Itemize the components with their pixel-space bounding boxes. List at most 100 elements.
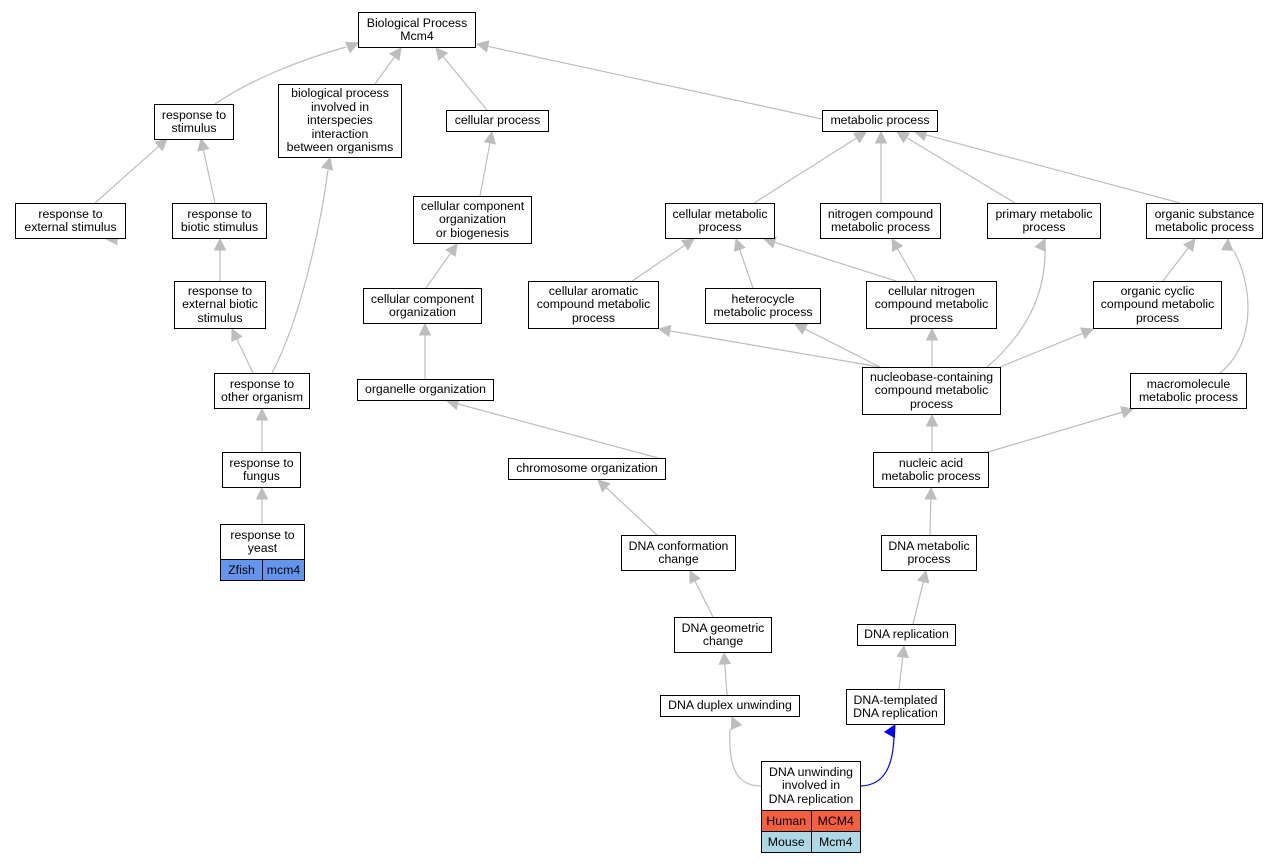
edge-line	[804, 328, 881, 368]
edge-arrowhead	[852, 131, 867, 144]
node-cellular-metabolic-process[interactable]: cellular metabolic process	[665, 203, 775, 239]
edge-line	[999, 332, 1084, 368]
node-primary-metabolic[interactable]: primary metabolic process	[987, 203, 1101, 239]
edge-arrowhead	[231, 327, 243, 343]
edge-arrowhead	[475, 40, 490, 53]
gene-cell: mcm4	[262, 560, 304, 580]
gene-cell: Mcm4	[810, 832, 860, 852]
node-cellular-nitrogen-compound[interactable]: cellular nitrogen compound metabolic pro…	[866, 281, 997, 329]
edge-line	[1219, 250, 1249, 374]
node-organic-substance-metabolic[interactable]: organic substance metabolic process	[1146, 203, 1263, 239]
node-biological-process-interspecies[interactable]: biological process involved in interspec…	[278, 84, 402, 158]
edge-arrowhead	[1079, 327, 1095, 340]
edge-line	[1162, 247, 1189, 282]
edge-arrowhead	[418, 322, 432, 336]
node-response-to-fungus[interactable]: response to fungus	[222, 452, 301, 488]
edge-line	[694, 580, 714, 618]
node-heterocycle-metabolic[interactable]: heterocycle metabolic process	[705, 288, 821, 324]
edge-arrowhead	[389, 47, 402, 62]
edge-arrowhead	[891, 238, 904, 253]
edge-line	[774, 241, 897, 282]
edge-line	[929, 498, 932, 536]
edge-line	[906, 137, 1016, 204]
edge-arrowhead	[896, 131, 911, 144]
node-metabolic-process[interactable]: metabolic process	[822, 110, 938, 132]
edge-line	[214, 46, 347, 105]
gene-cell: MCM4	[810, 811, 860, 831]
edge-line	[457, 403, 659, 459]
node-dna-conformation-change[interactable]: DNA conformation change	[621, 535, 736, 571]
edge-arrowhead	[1034, 237, 1047, 253]
node-dna-templated-replication[interactable]: DNA-templated DNA replication	[846, 689, 945, 725]
node-response-external-stimulus[interactable]: response to external stimulus	[15, 203, 126, 239]
node-chromosome-organization[interactable]: chromosome organization	[508, 458, 666, 480]
species-cell: Human	[762, 811, 811, 831]
node-cellular-aromatic-compound[interactable]: cellular aromatic compound metabolic pro…	[528, 281, 659, 329]
edge-line	[271, 169, 329, 374]
edge-line	[739, 249, 754, 289]
node-biological-process-root[interactable]: Biological Process Mcm4	[358, 12, 476, 48]
edge-line	[669, 330, 881, 368]
node-response-external-biotic[interactable]: response to external biotic stimulus	[174, 281, 266, 329]
edge-line	[896, 248, 917, 282]
edge-arrowhead	[874, 130, 888, 144]
node-dna-duplex-unwinding[interactable]: DNA duplex unwinding	[660, 695, 800, 717]
edge-line	[479, 142, 491, 197]
edge-line	[487, 45, 823, 120]
node-cellular-process[interactable]: cellular process	[446, 110, 549, 132]
edge-arrowhead	[154, 138, 168, 152]
edge-line	[860, 736, 895, 787]
edge-line	[605, 487, 658, 536]
edge-arrowhead	[657, 324, 672, 338]
node-macromolecule-metabolic[interactable]: macromolecule metabolic process	[1130, 373, 1247, 409]
edge-line	[986, 251, 1046, 368]
node-cellular-component-organization-biogenesis[interactable]: cellular component organization or bioge…	[413, 196, 532, 244]
node-dna-metabolic-process[interactable]: DNA metabolic process	[881, 535, 977, 571]
node-nucleobase-containing-compound[interactable]: nucleobase-containing compound metabolic…	[862, 367, 1001, 415]
node-cellular-component-organization[interactable]: cellular component organization	[363, 288, 482, 324]
edge-arrowhead	[917, 569, 930, 584]
node-response-to-yeast[interactable]: response to yeast	[220, 524, 305, 560]
node-response-other-organism[interactable]: response to other organism	[214, 373, 310, 409]
edge-line	[729, 728, 762, 787]
node-dna-replication[interactable]: DNA replication	[857, 624, 956, 646]
edge-arrowhead	[597, 479, 611, 493]
edge-arrowhead	[1120, 406, 1135, 419]
node-nitrogen-compound-metabolic[interactable]: nitrogen compound metabolic process	[820, 203, 941, 239]
species-cell: Zfish	[221, 560, 262, 580]
edge-line	[236, 338, 254, 374]
node-dna-geometric-change[interactable]: DNA geometric change	[674, 617, 772, 653]
node-response-biotic-stimulus[interactable]: response to biotic stimulus	[172, 203, 267, 239]
graph-edges	[94, 40, 1249, 787]
edge-arrowhead	[445, 243, 458, 258]
node-organelle-organization[interactable]: organelle organization	[357, 379, 494, 401]
edge-line	[912, 581, 924, 625]
edge-arrowhead	[680, 238, 695, 251]
annotation-row-human[interactable]: Human MCM4	[761, 810, 861, 832]
node-response-to-stimulus[interactable]: response to stimulus	[154, 104, 234, 140]
edge-arrowhead	[1221, 237, 1234, 251]
edge-arrowhead	[344, 41, 360, 54]
node-dna-unwinding-involved-replication[interactable]: DNA unwinding involved in DNA replicatio…	[761, 761, 861, 811]
edge-arrowhead	[255, 486, 269, 500]
species-cell: Mouse	[762, 832, 811, 852]
edge-line	[374, 56, 396, 85]
edge-arrowhead	[925, 413, 939, 427]
annotation-row-mouse[interactable]: Mouse Mcm4	[761, 831, 861, 853]
edge-arrowhead	[718, 651, 732, 665]
edge-line	[202, 149, 216, 204]
edge-arrowhead	[924, 486, 938, 500]
edge-arrowhead	[733, 237, 746, 252]
edge-line	[94, 145, 160, 204]
annotation-row-zfish[interactable]: Zfish mcm4	[220, 559, 305, 581]
edge-line	[631, 244, 686, 282]
edge-arrowhead	[730, 715, 743, 731]
edge-arrowhead	[255, 407, 269, 421]
edge-arrowhead	[197, 137, 210, 152]
edge-arrowhead	[794, 323, 809, 335]
node-nucleic-acid-metabolic[interactable]: nucleic acid metabolic process	[873, 452, 989, 488]
edge-arrowhead	[1183, 238, 1196, 252]
node-organic-cyclic-compound[interactable]: organic cyclic compound metabolic proces…	[1093, 281, 1222, 329]
edge-line	[724, 663, 728, 696]
